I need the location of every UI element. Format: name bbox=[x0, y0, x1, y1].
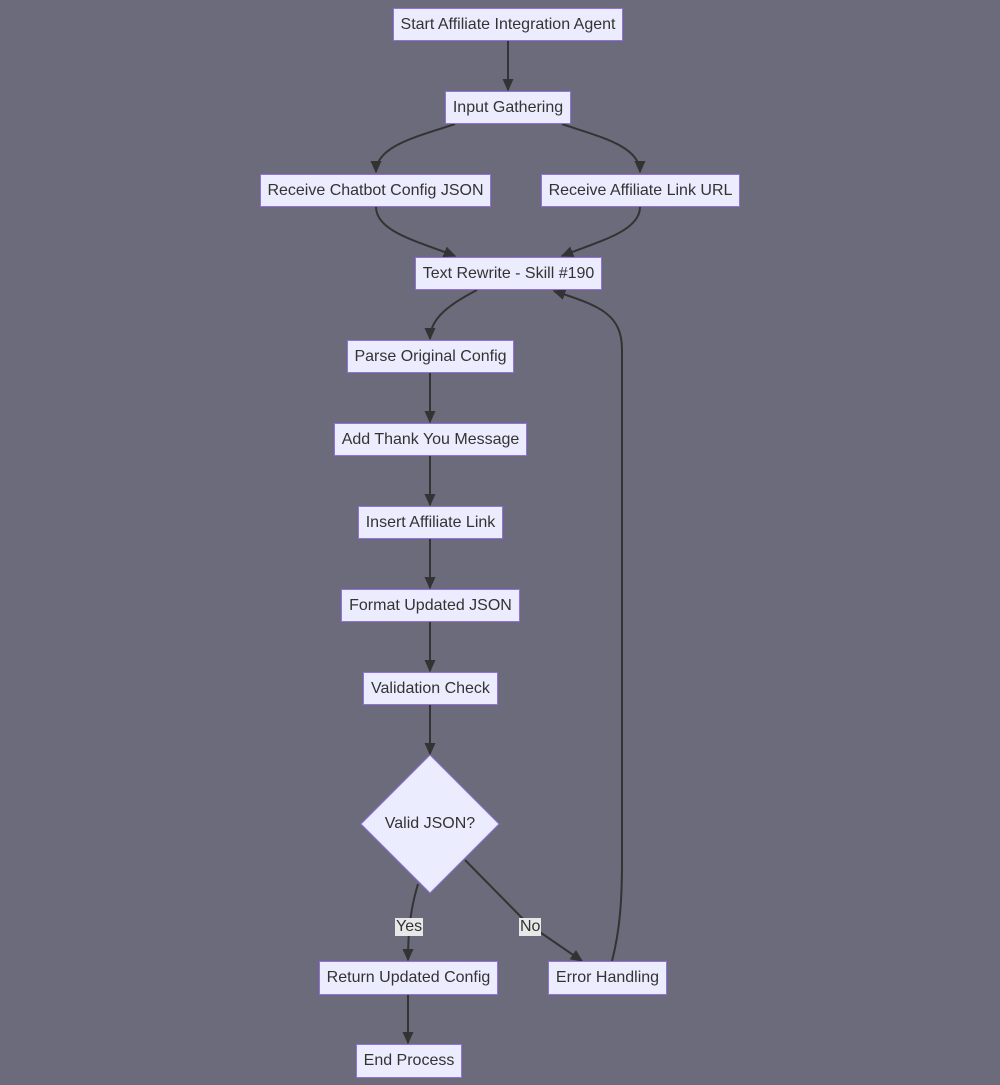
edge-input-to-link bbox=[561, 123, 646, 174]
node-end: End Process bbox=[356, 1044, 462, 1078]
node-text-rewrite: Text Rewrite - Skill #190 bbox=[415, 257, 602, 290]
node-insert-link: Insert Affiliate Link bbox=[358, 506, 503, 539]
node-receive-link: Receive Affiliate Link URL bbox=[541, 174, 740, 207]
edge-config-to-rewrite bbox=[375, 206, 457, 258]
edge-input-to-config bbox=[370, 123, 456, 174]
edge-label-yes: Yes bbox=[395, 918, 424, 936]
node-error-handling: Error Handling bbox=[548, 961, 667, 995]
edge-rewrite-to-parse bbox=[424, 289, 478, 341]
edge-decision-no bbox=[464, 859, 584, 962]
node-parse-config: Parse Original Config bbox=[347, 340, 514, 373]
node-valid-decision: Valid JSON? bbox=[384, 815, 476, 832]
node-validation: Validation Check bbox=[363, 672, 498, 705]
decision-diamond bbox=[360, 754, 500, 894]
node-format-json: Format Updated JSON bbox=[341, 589, 520, 622]
edge-link-to-rewrite bbox=[560, 206, 641, 257]
node-add-thanks: Add Thank You Message bbox=[334, 423, 527, 456]
node-input-gathering: Input Gathering bbox=[445, 91, 571, 124]
node-return-config: Return Updated Config bbox=[319, 961, 498, 995]
edge-label-no: No bbox=[519, 918, 542, 936]
node-start: Start Affiliate Integration Agent bbox=[393, 8, 623, 41]
edge-error-to-rewrite bbox=[552, 289, 623, 962]
node-receive-config: Receive Chatbot Config JSON bbox=[260, 174, 491, 207]
edge-decision-yes bbox=[402, 883, 419, 962]
